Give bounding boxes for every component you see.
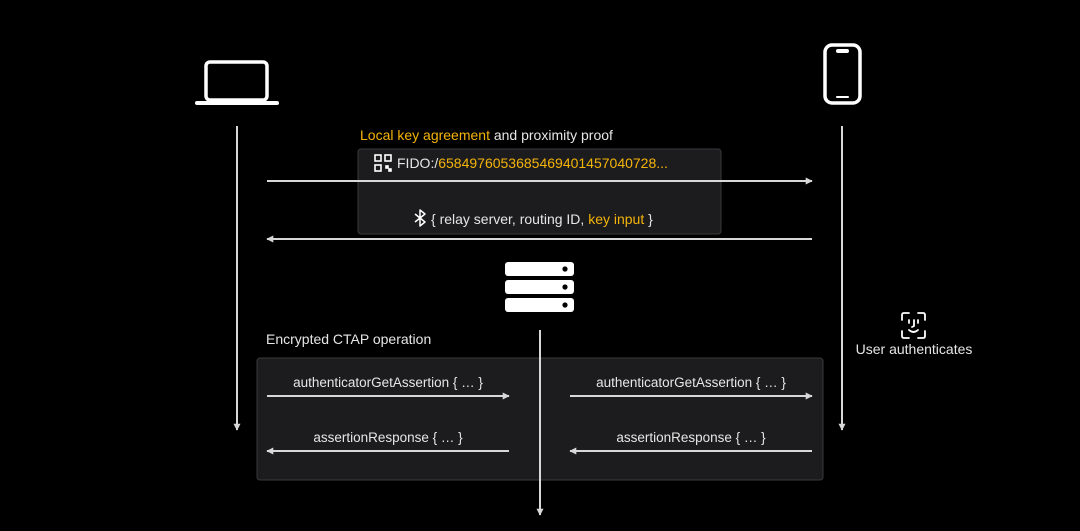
qr-code-icon	[374, 154, 392, 172]
phone-icon	[823, 43, 862, 105]
left-response-label: assertionResponse { … }	[313, 430, 463, 445]
proximity-title-accent: Local key agreement	[360, 127, 490, 143]
right-response-label: assertionResponse { … }	[616, 430, 766, 445]
proximity-title: Local key agreement and proximity proof	[360, 127, 613, 143]
left-request-label: authenticatorGetAssertion { … }	[293, 375, 483, 390]
ble-payload: { relay server, routing ID, key input }	[431, 211, 653, 227]
ble-payload-close: }	[644, 211, 653, 227]
qr-payload: FIDO:/6584976053685469401457040728...	[397, 155, 668, 171]
ble-payload-accent: key input	[588, 211, 645, 227]
bluetooth-icon	[414, 209, 426, 227]
face-id-icon	[901, 312, 926, 339]
proximity-title-rest: and proximity proof	[489, 127, 613, 143]
user-authenticates-label: User authenticates	[855, 341, 973, 357]
qr-value: 6584976053685469401457040728...	[438, 155, 668, 171]
qr-prefix: FIDO:/	[397, 155, 439, 171]
server-icon	[505, 262, 574, 312]
proximity-box	[357, 148, 722, 235]
ble-payload-open: { relay server, routing ID,	[431, 211, 589, 227]
ctap-title: Encrypted CTAP operation	[266, 331, 432, 347]
laptop-icon	[195, 60, 279, 105]
right-request-label: authenticatorGetAssertion { … }	[596, 375, 786, 390]
